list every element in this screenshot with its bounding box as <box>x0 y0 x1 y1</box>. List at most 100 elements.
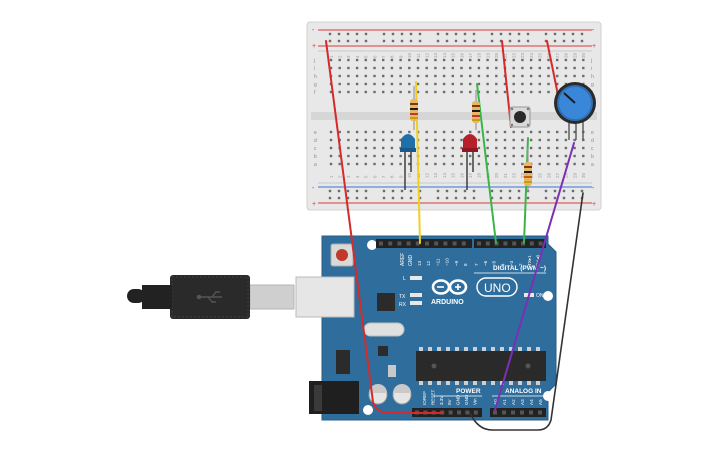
wire-green-button[interactable] <box>523 137 529 244</box>
rail-hole <box>355 196 359 200</box>
resistor-2[interactable] <box>472 90 480 130</box>
arduino-logo-icon <box>431 279 468 295</box>
breadboard-hole <box>338 90 341 94</box>
chip-notch-2 <box>525 363 531 369</box>
breadboard-hole <box>364 130 367 134</box>
breadboard-hole <box>538 74 541 78</box>
rail-hole <box>418 39 422 43</box>
reset-button[interactable] <box>336 249 348 261</box>
breadboard-hole <box>399 138 402 142</box>
breadboard-hole <box>521 130 524 134</box>
header-pin <box>521 241 525 246</box>
wire-red-5v[interactable] <box>325 40 443 414</box>
led-blue-icon[interactable] <box>400 134 416 190</box>
header-pin <box>473 410 478 415</box>
row-letter: h <box>591 74 594 80</box>
rail-hole <box>391 32 395 36</box>
breadboard-hole <box>373 154 376 158</box>
breadboard[interactable]: + + - - - - + + jjiihhggffeeddccbbaa 112… <box>306 21 602 211</box>
breadboard-hole <box>529 154 533 158</box>
rail-hole <box>553 189 557 193</box>
column-number: 17 <box>468 172 473 178</box>
breadboard-hole <box>538 146 541 150</box>
breadboard-hole <box>460 58 463 62</box>
potentiometer-icon[interactable] <box>554 82 596 140</box>
column-number: 18 <box>477 52 482 58</box>
breadboard-hole <box>564 82 568 86</box>
breadboard-hole <box>425 130 428 134</box>
chip-leg <box>536 347 540 351</box>
breadboard-hole <box>512 146 515 150</box>
rail-hole <box>382 189 386 193</box>
resistor-3[interactable] <box>524 148 532 192</box>
breadboard-hole <box>512 90 515 94</box>
column-number: 19 <box>485 52 490 58</box>
rail-minus-label-right: - <box>592 27 595 34</box>
breadboard-hole <box>451 154 454 158</box>
breadboard-hole <box>564 130 568 134</box>
wire-purple-pot[interactable] <box>494 142 575 411</box>
column-number: 8 <box>390 175 395 178</box>
breadboard-hole <box>477 154 481 158</box>
breadboard-hole <box>329 58 333 62</box>
wire-black-gnd[interactable] <box>469 192 584 431</box>
wire-green-led[interactable] <box>476 83 497 244</box>
breadboard-hole <box>495 162 498 166</box>
breadboard-hole <box>364 58 367 62</box>
breadboard-hole <box>373 82 376 86</box>
column-number: 27 <box>555 52 560 58</box>
digital-pin-label: ~3 <box>509 260 514 266</box>
breadboard-hole <box>547 154 550 158</box>
rail-hole <box>445 39 449 43</box>
chip-leg <box>446 347 450 351</box>
header-pin <box>485 241 490 246</box>
dc-jack-detail <box>314 385 322 411</box>
usb-plug-metal <box>249 284 295 310</box>
led-red-icon[interactable] <box>462 134 478 190</box>
chip-leg <box>419 381 423 385</box>
power-pin-label: GND <box>456 394 461 405</box>
breadboard-hole <box>355 66 359 70</box>
rail-hole <box>580 189 584 193</box>
atmega-chip <box>416 351 546 381</box>
rail-hole <box>364 39 368 43</box>
breadboard-hole <box>556 130 559 134</box>
breadboard-hole <box>451 90 454 94</box>
column-number: 24 <box>529 52 534 58</box>
breadboard-hole <box>503 130 507 134</box>
rail-hole <box>409 39 413 43</box>
breadboard-hole <box>442 130 446 134</box>
header-pin <box>512 241 517 246</box>
breadboard-hole <box>460 66 463 70</box>
smd-component-1 <box>378 346 388 356</box>
breadboard-hole <box>495 146 498 150</box>
breadboard-hole <box>399 74 402 78</box>
rail-hole <box>337 39 341 43</box>
column-number: 2 <box>338 55 343 58</box>
column-number: 25 <box>538 172 543 178</box>
breadboard-hole <box>347 58 350 62</box>
breadboard-hole <box>521 146 524 150</box>
rail-hole <box>328 39 332 43</box>
breadboard-hole <box>582 154 585 158</box>
header-pin <box>538 410 542 415</box>
push-button-icon[interactable] <box>509 106 531 128</box>
rail-hole <box>490 32 494 36</box>
rail-hole <box>337 189 341 193</box>
breadboard-hole <box>495 130 498 134</box>
rail-hole <box>508 189 512 193</box>
column-number: 21 <box>503 52 508 58</box>
usb-cable[interactable] <box>127 275 295 319</box>
wire-red-pot[interactable] <box>546 40 558 91</box>
breadboard-hole <box>347 130 350 134</box>
breadboard-hole <box>338 154 341 158</box>
header-pin <box>388 241 393 246</box>
chip-leg <box>509 347 513 351</box>
usb-port <box>295 276 355 318</box>
breadboard-hole <box>564 138 568 142</box>
resistor-1[interactable] <box>410 86 418 130</box>
